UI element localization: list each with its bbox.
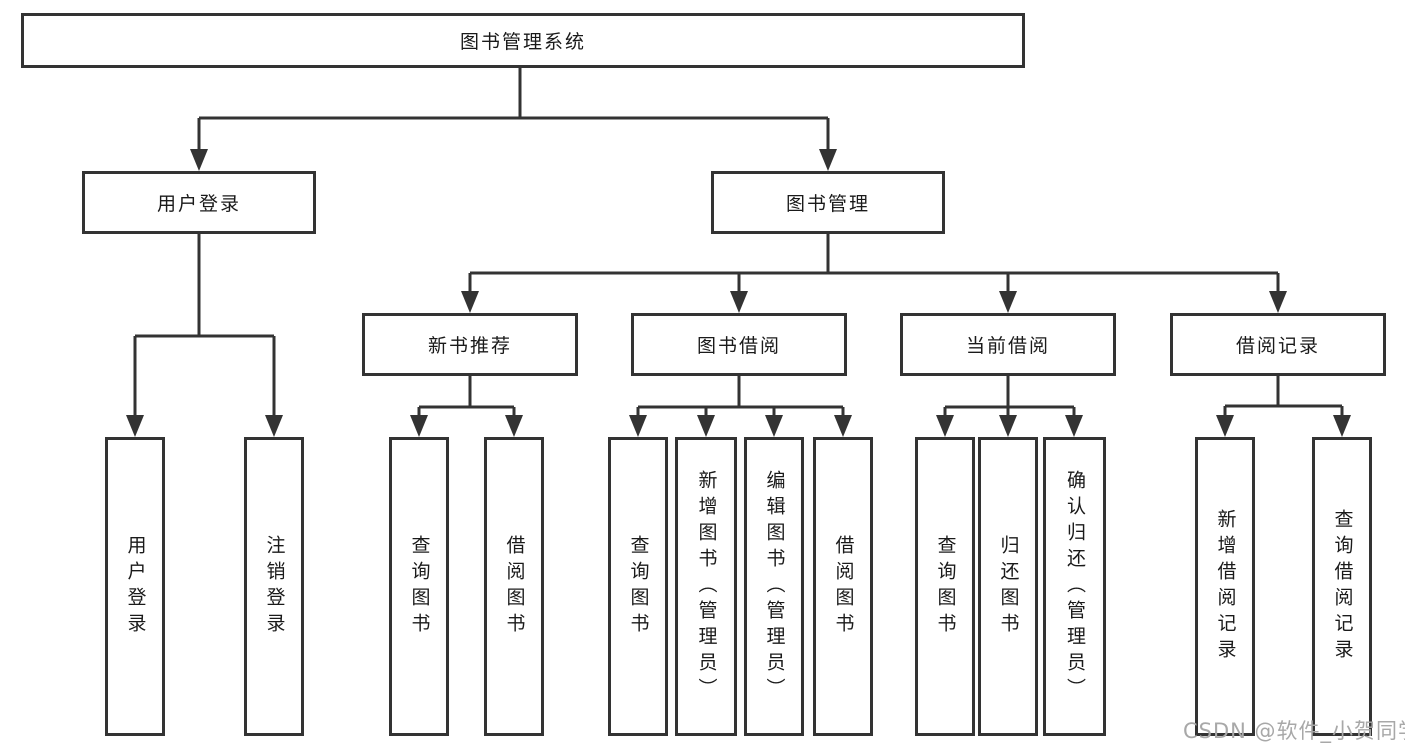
node-borrow-books-leaf: 借阅图书	[813, 437, 873, 736]
connector-book-management	[470, 234, 1278, 275]
arrowhead	[461, 291, 479, 313]
node-label: 当前借阅	[965, 335, 1050, 357]
csdn-watermark: CSDN @软件_小贺同学	[1183, 719, 1405, 743]
node-logout: 注销登录	[244, 437, 304, 736]
node-label: 图书借阅	[696, 335, 781, 357]
node-label: 借阅记录	[1235, 335, 1320, 357]
arrowhead	[936, 415, 954, 437]
node-label: 查询图书	[408, 534, 431, 639]
node-label: 编辑图书（管理员）	[763, 469, 786, 704]
connector-root	[199, 68, 828, 120]
arrowhead	[1216, 415, 1234, 437]
connector-user-login	[135, 234, 274, 338]
arrowhead	[505, 415, 523, 437]
node-query-books-current: 查询图书	[915, 437, 975, 736]
node-label: 新增借阅记录	[1214, 508, 1237, 665]
arrowhead	[999, 291, 1017, 313]
node-add-borrow-record: 新增借阅记录	[1195, 437, 1255, 736]
arrowhead	[126, 415, 144, 437]
arrowhead	[730, 291, 748, 313]
node-label: 新书推荐	[427, 335, 512, 357]
node-label: 归还图书	[997, 534, 1020, 639]
node-label: 确认归还（管理员）	[1064, 469, 1086, 704]
connector-borrow-records	[1225, 376, 1342, 408]
arrowhead	[834, 415, 852, 437]
arrowhead	[1065, 415, 1083, 437]
arrowhead	[629, 415, 647, 437]
arrowhead	[1333, 415, 1351, 437]
node-label: 图书管理	[785, 193, 870, 215]
node-user-login: 用户登录	[82, 171, 316, 234]
node-label: 查询图书	[934, 534, 957, 639]
node-edit-books-admin: 编辑图书（管理员）	[744, 437, 804, 736]
arrowhead	[265, 415, 283, 437]
arrowhead	[819, 149, 837, 171]
arrowhead	[1269, 291, 1287, 313]
node-borrow-books-recommend: 借阅图书	[484, 437, 544, 736]
node-label: 用户登录	[124, 534, 147, 639]
connector-current-borrow	[945, 376, 1074, 409]
node-book-borrowing: 图书借阅	[631, 313, 847, 376]
node-current-borrowing: 当前借阅	[900, 313, 1116, 376]
node-label: 注销登录	[263, 534, 286, 639]
arrowhead	[999, 415, 1017, 437]
node-add-books-admin: 新增图书（管理员）	[675, 437, 737, 736]
node-query-books-borrow: 查询图书	[608, 437, 668, 736]
node-label: 图书管理系统	[459, 31, 586, 53]
connector-book-borrow	[638, 376, 843, 409]
connector-new-book	[419, 376, 514, 409]
node-label: 借阅图书	[503, 534, 526, 639]
node-return-books: 归还图书	[978, 437, 1038, 736]
node-label: 借阅图书	[832, 534, 855, 639]
arrowhead	[410, 415, 428, 437]
node-query-books-recommend: 查询图书	[389, 437, 449, 736]
node-label: 新增图书（管理员）	[695, 469, 718, 704]
node-label: 查询借阅记录	[1331, 508, 1354, 665]
arrowhead	[765, 415, 783, 437]
node-library-management-system: 图书管理系统	[21, 13, 1025, 68]
node-label: 查询图书	[627, 534, 650, 639]
arrowhead	[190, 149, 208, 171]
node-confirm-return-admin: 确认归还（管理员）	[1043, 437, 1106, 736]
node-query-borrow-record: 查询借阅记录	[1312, 437, 1372, 736]
node-borrowing-records: 借阅记录	[1170, 313, 1386, 376]
node-book-management: 图书管理	[711, 171, 945, 234]
arrowhead	[697, 415, 715, 437]
node-new-book-recommendation: 新书推荐	[362, 313, 578, 376]
node-user-login-leaf: 用户登录	[105, 437, 165, 736]
node-label: 用户登录	[156, 193, 241, 215]
